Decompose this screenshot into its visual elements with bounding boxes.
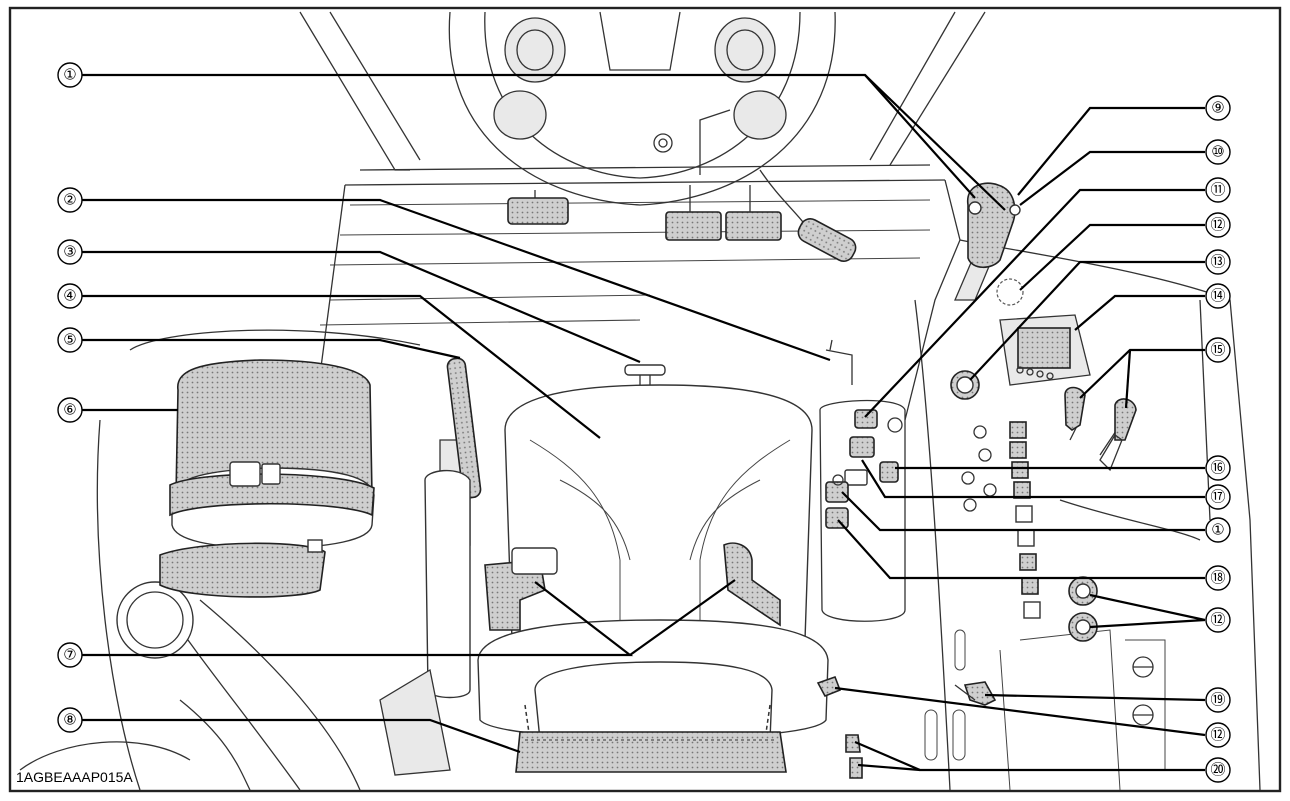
callout-4: ④ [57, 283, 83, 309]
steering-wheel [448, 11, 836, 206]
callout-8: ⑧ [57, 707, 83, 733]
callout-1b-label: ① [1211, 522, 1224, 539]
callout-12b: ⑫ [1205, 607, 1231, 633]
callout-7: ⑦ [57, 642, 83, 668]
callout-16-label: ⑯ [1210, 460, 1225, 477]
brake-pedal-left [665, 211, 722, 241]
leader-lines [82, 73, 1206, 772]
callout-12a-label: ⑫ [1210, 217, 1225, 234]
callouts: ① ② ③ ④ ⑤ ⑥ ⑦ ⑧ ⑨ ⑩ ⑪ ⑫ ⑬ ⑭ ⑮ ⑯ ⑰ ① ⑱ ⑫ … [57, 62, 1231, 783]
callout-11: ⑪ [1205, 177, 1231, 203]
callout-6: ⑥ [57, 397, 83, 423]
callout-1a: ① [57, 62, 83, 88]
callout-4-label: ④ [63, 288, 76, 305]
callout-1a-label: ① [63, 67, 76, 84]
callout-16: ⑯ [1205, 455, 1231, 481]
callout-12a: ⑫ [1205, 212, 1231, 238]
callout-11-label: ⑪ [1210, 182, 1225, 199]
operator-seat [424, 339, 853, 773]
callout-19: ⑲ [1205, 687, 1231, 713]
callout-15: ⑮ [1205, 337, 1231, 363]
callout-6-label: ⑥ [63, 402, 76, 419]
callout-2: ② [57, 187, 83, 213]
figure-code: 1AGBEAAAP015A [16, 769, 133, 785]
callout-3-label: ③ [63, 244, 76, 261]
callout-9: ⑨ [1205, 95, 1231, 121]
brake-pedal-right [725, 211, 782, 241]
callout-1b: ① [1205, 517, 1231, 543]
callout-5: ⑤ [57, 327, 83, 353]
callout-3: ③ [57, 239, 83, 265]
callout-18: ⑱ [1205, 565, 1231, 591]
callout-10: ⑩ [1205, 139, 1231, 165]
callout-18-label: ⑱ [1210, 570, 1225, 587]
accelerator-pedal [797, 218, 857, 262]
callout-13: ⑬ [1205, 249, 1231, 275]
pedals [507, 169, 857, 262]
passenger-seat [159, 359, 375, 598]
callout-7-label: ⑦ [63, 647, 76, 664]
callout-12c-label: ⑫ [1210, 727, 1225, 744]
callout-15-label: ⑮ [1210, 342, 1225, 359]
callout-14: ⑭ [1205, 283, 1231, 309]
callout-20: ⑳ [1205, 757, 1231, 783]
callout-14-label: ⑭ [1210, 288, 1225, 305]
callout-5-label: ⑤ [63, 332, 76, 349]
right-console [379, 314, 1166, 779]
callout-17-label: ⑰ [1210, 489, 1225, 506]
callout-17: ⑰ [1205, 484, 1231, 510]
callout-13-label: ⑬ [1210, 254, 1225, 271]
callout-10-label: ⑩ [1211, 144, 1224, 161]
clutch-pedal [507, 197, 569, 225]
callout-9-label: ⑨ [1211, 100, 1224, 117]
callout-12c: ⑫ [1205, 722, 1231, 748]
callout-19-label: ⑲ [1210, 692, 1225, 709]
callout-20-label: ⑳ [1210, 762, 1225, 779]
callout-2-label: ② [63, 192, 76, 209]
callout-12b-label: ⑫ [1210, 612, 1225, 629]
callout-8-label: ⑧ [63, 712, 76, 729]
